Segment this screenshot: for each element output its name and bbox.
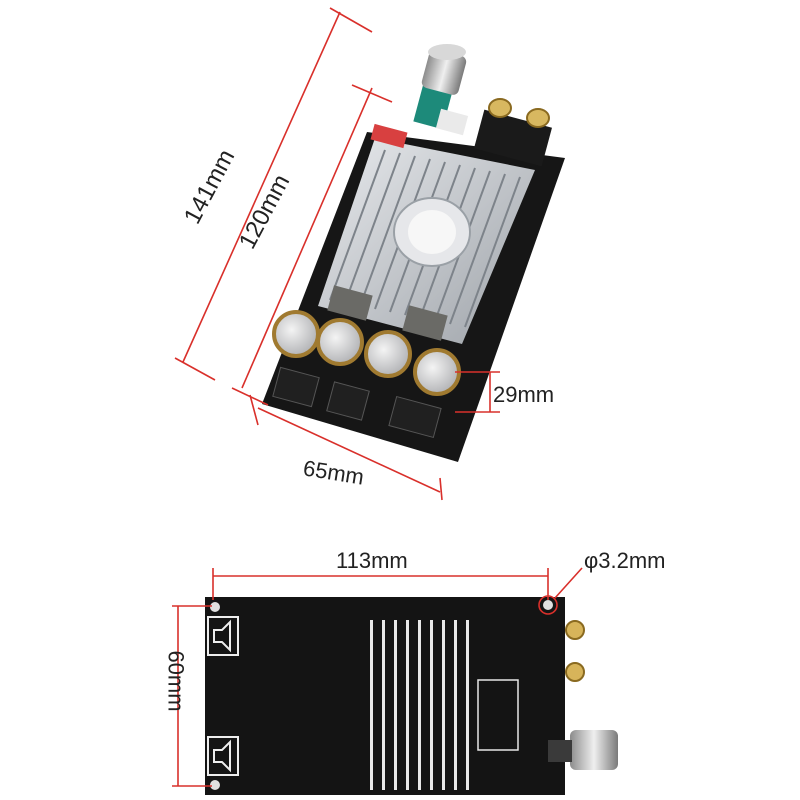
dip-switch — [370, 123, 408, 149]
rca-jack-2 — [565, 662, 585, 682]
top-dimension-lines — [174, 7, 500, 501]
screw-terminals — [272, 366, 442, 439]
bottom-knob — [548, 730, 618, 770]
inductor-2 — [402, 305, 448, 341]
bottom-board — [205, 597, 618, 795]
pin-header — [435, 108, 469, 136]
rca-jack-1 — [565, 620, 585, 640]
speaker-icon — [207, 616, 239, 776]
explanation-panel — [477, 679, 519, 751]
dimension-60mm: 60mm — [163, 650, 189, 712]
dimension-113mm: 113mm — [336, 548, 408, 573]
top-board — [262, 44, 565, 462]
inductor-1 — [327, 285, 373, 321]
vent-grid — [370, 620, 469, 790]
capacitors — [272, 310, 461, 396]
bottom-dimension-lines — [172, 567, 583, 787]
rca-jacks — [474, 98, 552, 167]
dimension-29mm: 29mm — [493, 382, 555, 407]
dimension-hole-diameter: φ3.2mm — [584, 548, 666, 573]
